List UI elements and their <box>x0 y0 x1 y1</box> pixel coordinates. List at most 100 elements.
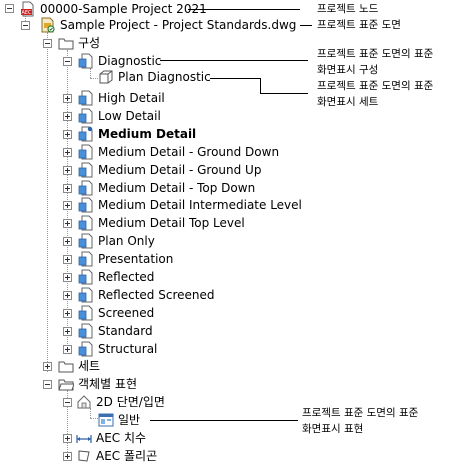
tree-row-configuration[interactable]: Medium Detail - Ground Up <box>0 161 261 179</box>
section-elevation-icon <box>76 394 92 410</box>
collapse-toggle[interactable] <box>43 380 52 389</box>
tree-connector <box>90 418 98 419</box>
display-configuration-icon <box>78 53 94 69</box>
configuration-label: Medium Detail <box>98 127 197 141</box>
tree-row-configuration[interactable]: Structural <box>0 340 157 358</box>
tree-row-sets-folder[interactable]: 세트 <box>0 357 100 375</box>
expand-toggle[interactable] <box>63 255 72 264</box>
folder-label: 객체별 표현 <box>78 377 138 391</box>
tree-row-general[interactable]: 일반 <box>0 411 140 429</box>
tree-row-configuration[interactable]: Reflected Screened <box>0 286 215 304</box>
configuration-label: Structural <box>98 342 158 356</box>
leader-line <box>160 60 308 61</box>
tree-row-configuration[interactable]: Medium Detail Top Level <box>0 214 245 232</box>
expand-toggle[interactable] <box>63 219 72 228</box>
configuration-label: Medium Detail - Ground Down <box>98 145 280 159</box>
tree-row-configuration[interactable]: High Detail <box>0 89 165 107</box>
aec-polygon-icon <box>76 448 92 464</box>
tree-row-aec-polygon[interactable]: AEC 폴리곤 <box>0 447 157 465</box>
expand-toggle[interactable] <box>63 327 72 336</box>
standards-drawing-label: Sample Project - Project Standards.dwg <box>60 18 297 32</box>
project-icon: AEC <box>20 1 36 17</box>
callout-text: 화면표시 표현 <box>302 423 364 435</box>
display-configuration-icon <box>78 269 94 285</box>
tree-row-plan-diagnostic[interactable]: Plan Diagnostic <box>0 68 211 86</box>
callout-text: 프로젝트 노드 <box>317 3 379 15</box>
display-configuration-icon <box>78 251 94 267</box>
display-configuration-icon <box>78 197 94 213</box>
tree-row-configuration[interactable]: Medium Detail - Ground Down <box>0 143 279 161</box>
expand-toggle[interactable] <box>63 201 72 210</box>
tree-row-configuration[interactable]: Screened <box>0 304 154 322</box>
leader-line <box>260 93 308 94</box>
tree-row-standards-drawing[interactable]: Sample Project - Project Standards.dwg <box>0 16 296 34</box>
collapse-toggle[interactable] <box>21 21 30 30</box>
leader-line <box>300 25 312 26</box>
expand-toggle[interactable] <box>63 166 72 175</box>
configuration-label: Medium Detail Intermediate Level <box>98 198 302 212</box>
configuration-label: Standard <box>98 324 153 338</box>
expand-toggle[interactable] <box>63 345 72 354</box>
tree-row-representations-folder[interactable]: 객체별 표현 <box>0 375 137 393</box>
display-configuration-icon <box>78 215 94 231</box>
display-configuration-icon <box>78 144 94 160</box>
tree-row-project[interactable]: AEC 00000-Sample Project 2021 <box>0 0 207 18</box>
display-configuration-icon <box>78 341 94 357</box>
configuration-label: Diagnostic <box>98 54 162 68</box>
folder-icon <box>58 358 74 374</box>
configuration-label: Reflected <box>98 270 155 284</box>
tree-connector <box>90 68 91 78</box>
tree-row-configuration[interactable]: Plan Only <box>0 232 155 250</box>
collapse-toggle[interactable] <box>43 39 52 48</box>
tree-row-configuration[interactable]: Low Detail <box>0 107 161 125</box>
tree-connector <box>47 32 48 372</box>
tree-row-configuration[interactable]: Standard <box>0 322 153 340</box>
display-configuration-icon <box>78 108 94 124</box>
display-configuration-icon <box>78 323 94 339</box>
tree-connector <box>67 390 68 460</box>
tree-row-aec-dimension[interactable]: AEC 치수 <box>0 429 146 447</box>
tree-row-configuration[interactable]: Medium Detail - Top Down <box>0 179 255 197</box>
tree-row-configurations-folder[interactable]: 구성 <box>0 34 100 52</box>
expand-toggle[interactable] <box>63 309 72 318</box>
callout-display-configuration: 프로젝트 표준 도면의 표준 화면표시 구성 <box>317 46 433 78</box>
tree-row-configuration[interactable]: Presentation <box>0 250 173 268</box>
project-label: 00000-Sample Project 2021 <box>40 2 207 16</box>
collapse-toggle[interactable] <box>63 398 72 407</box>
tree-connector <box>90 408 91 418</box>
folder-open-icon <box>58 376 75 392</box>
expand-toggle[interactable] <box>63 452 72 461</box>
display-configuration-icon <box>78 162 94 178</box>
collapse-toggle[interactable] <box>5 4 14 13</box>
callout-display-representation: 프로젝트 표준 도면의 표준 화면표시 표현 <box>302 405 418 437</box>
expand-toggle[interactable] <box>63 291 72 300</box>
section-elevation-label: 2D 단면/입면 <box>96 395 165 409</box>
folder-icon <box>58 35 74 51</box>
expand-toggle[interactable] <box>63 273 72 282</box>
tree-row-section-elevation[interactable]: 2D 단면/입면 <box>0 393 165 411</box>
callout-text: 프로젝트 표준 도면의 표준 <box>317 80 434 92</box>
general-label: 일반 <box>118 413 141 427</box>
expand-toggle[interactable] <box>63 237 72 246</box>
callout-text: 프로젝트 표준 도면 <box>317 19 401 31</box>
tree-row-configuration[interactable]: Diagnostic <box>0 52 161 70</box>
tree-connector <box>25 12 26 23</box>
dwg-file-icon <box>40 17 56 33</box>
expand-toggle[interactable] <box>43 362 52 371</box>
tree-row-configuration[interactable]: Reflected <box>0 268 154 286</box>
folder-label: 구성 <box>78 36 101 50</box>
callout-text: 프로젝트 표준 도면의 표준 <box>317 48 434 60</box>
aec-polygon-label: AEC 폴리곤 <box>96 449 158 463</box>
expand-toggle[interactable] <box>63 148 72 157</box>
collapse-toggle[interactable] <box>63 57 72 66</box>
tree-row-configuration[interactable]: Medium Detail Intermediate Level <box>0 196 302 214</box>
tree-row-configuration[interactable]: Medium Detail <box>0 125 196 143</box>
aec-dimension-label: AEC 치수 <box>96 431 147 445</box>
display-configuration-icon <box>78 126 94 142</box>
expand-toggle[interactable] <box>63 94 72 103</box>
display-configuration-icon <box>78 287 94 303</box>
expand-toggle[interactable] <box>63 112 72 121</box>
expand-toggle[interactable] <box>63 184 72 193</box>
expand-toggle[interactable] <box>63 130 72 139</box>
expand-toggle[interactable] <box>63 434 72 443</box>
